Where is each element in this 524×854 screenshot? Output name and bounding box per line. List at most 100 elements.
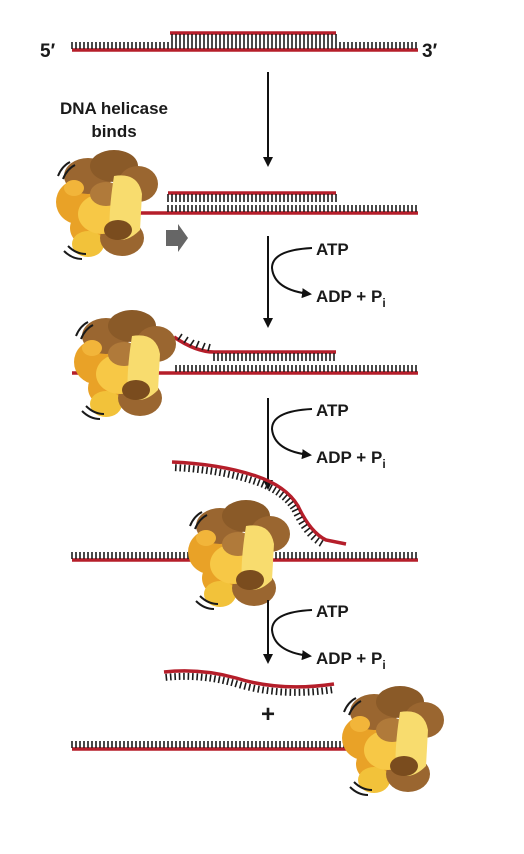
plus-sign: + (261, 701, 275, 728)
base-tick (222, 469, 226, 477)
base-tick (321, 687, 324, 695)
tick-group (71, 42, 417, 49)
base-tick (165, 673, 168, 681)
title-line2: binds (91, 122, 136, 141)
five-prime-label: 5′ (40, 41, 56, 62)
atp-curve (270, 247, 313, 299)
base-tick (316, 687, 319, 696)
base-tick (284, 497, 291, 504)
helicase-1 (56, 150, 158, 260)
base-tick (268, 484, 273, 492)
base-tick (221, 676, 225, 685)
base-tick (270, 687, 274, 695)
base-tick (289, 504, 297, 510)
base-tick (252, 684, 256, 692)
base-tick (264, 482, 269, 490)
base-tick (248, 476, 253, 484)
base-tick (314, 537, 320, 544)
three-prime-label: 3′ (422, 41, 438, 62)
base-tick (227, 470, 231, 478)
duplex-unwinding (72, 333, 418, 375)
adp-label: ADP + Pi (316, 448, 386, 471)
base-tick (192, 465, 195, 473)
base-tick (200, 673, 203, 681)
base-tick (244, 474, 248, 483)
pi-subscript: i (382, 457, 385, 471)
base-tick (325, 686, 328, 695)
base-tick (217, 676, 221, 684)
base-tick (261, 686, 265, 694)
base-tick (260, 480, 265, 488)
base-tick (295, 516, 303, 521)
direction-arrow-icon (166, 224, 188, 252)
helicase-4 (342, 686, 444, 796)
base-tick (281, 494, 288, 501)
base-tick (201, 466, 204, 474)
base-tick (231, 471, 235, 479)
atp-step-1: ATP ADP + Pi (263, 236, 386, 328)
base-tick (204, 674, 208, 682)
base-tick (234, 680, 239, 688)
base-tick (310, 534, 317, 541)
atp-label: ATP (316, 401, 349, 420)
base-tick (218, 468, 222, 477)
base-tick (247, 683, 252, 691)
pi-subscript: i (382, 296, 385, 310)
base-tick (293, 512, 301, 517)
tick-group (71, 741, 381, 748)
helicase-3 (188, 500, 290, 610)
adp-label: ADP + Pi (316, 287, 386, 310)
adp-label: ADP + Pi (316, 649, 386, 672)
base-tick (196, 465, 200, 474)
base-tick (275, 488, 281, 496)
base-tick (196, 673, 199, 681)
base-tick (252, 477, 257, 485)
tick-group (175, 365, 417, 372)
base-tick (183, 464, 186, 472)
base-tick (298, 519, 306, 526)
atp-label: ATP (316, 602, 349, 621)
displaced-strand (171, 460, 347, 546)
helicase-2 (74, 310, 176, 420)
base-tick (257, 685, 260, 693)
atp-curve (270, 408, 313, 460)
base-tick (318, 539, 324, 547)
base-tick (209, 674, 212, 682)
base-tick (329, 686, 333, 694)
released-strand (163, 669, 335, 689)
base-tick (256, 479, 261, 487)
atp-label: ATP (316, 240, 349, 259)
base-tick (235, 472, 240, 480)
duplex-initial: 5′ 3′ (40, 31, 438, 62)
base-tick (169, 673, 172, 681)
base-tick (278, 491, 285, 499)
released-ticks (165, 672, 333, 696)
base-tick (226, 677, 230, 686)
tick-group (171, 34, 337, 42)
base-tick (188, 465, 191, 473)
base-tick (291, 508, 299, 513)
separated-products: + (71, 669, 418, 751)
base-tick (230, 678, 234, 687)
tick-group (167, 205, 417, 212)
atp-step-2: ATP ADP + Pi (263, 398, 386, 490)
displaced-strand-ticks (177, 333, 211, 352)
base-tick (209, 467, 213, 475)
duplex-bound (72, 191, 418, 215)
base-tick (307, 530, 314, 537)
atp-step-3: ATP ADP + Pi (263, 600, 386, 672)
base-tick (287, 500, 294, 507)
displaced-ticks (174, 464, 324, 547)
tick-group (167, 194, 337, 202)
atp-curve (270, 609, 313, 661)
base-tick (238, 681, 243, 689)
tick-group (213, 353, 335, 361)
base-tick (205, 466, 209, 475)
base-tick (303, 527, 311, 534)
base-tick (213, 675, 217, 683)
title-line1: DNA helicase (60, 99, 168, 118)
base-tick (243, 682, 247, 690)
base-tick (240, 473, 244, 481)
base-tick (300, 523, 308, 530)
